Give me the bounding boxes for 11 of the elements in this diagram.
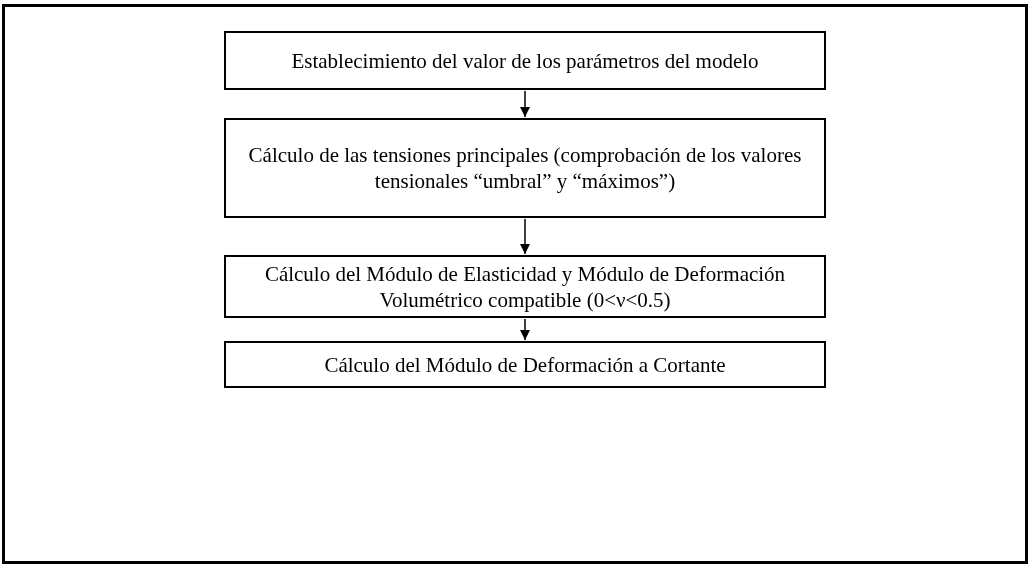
box-text: Establecimiento del valor de los parámetros del modelo [291,47,759,74]
box-text: Cálculo del Módulo de Deformación a Cortante [324,351,726,378]
box-text: Cálculo del Módulo de Elasticidad y Módulo de Deformación Volumétrico compatible (0<ν<0.5) [263,260,787,313]
process-box [224,341,826,388]
arrow [519,90,531,118]
process-box [224,118,826,218]
process-box [224,31,826,90]
arrow [519,318,531,341]
process-box [224,255,826,318]
arrow [519,218,531,255]
box-text: Cálculo de las tensiones principales (comprobación de los valores tensionales “umbral” y “máximos”) [247,142,803,194]
